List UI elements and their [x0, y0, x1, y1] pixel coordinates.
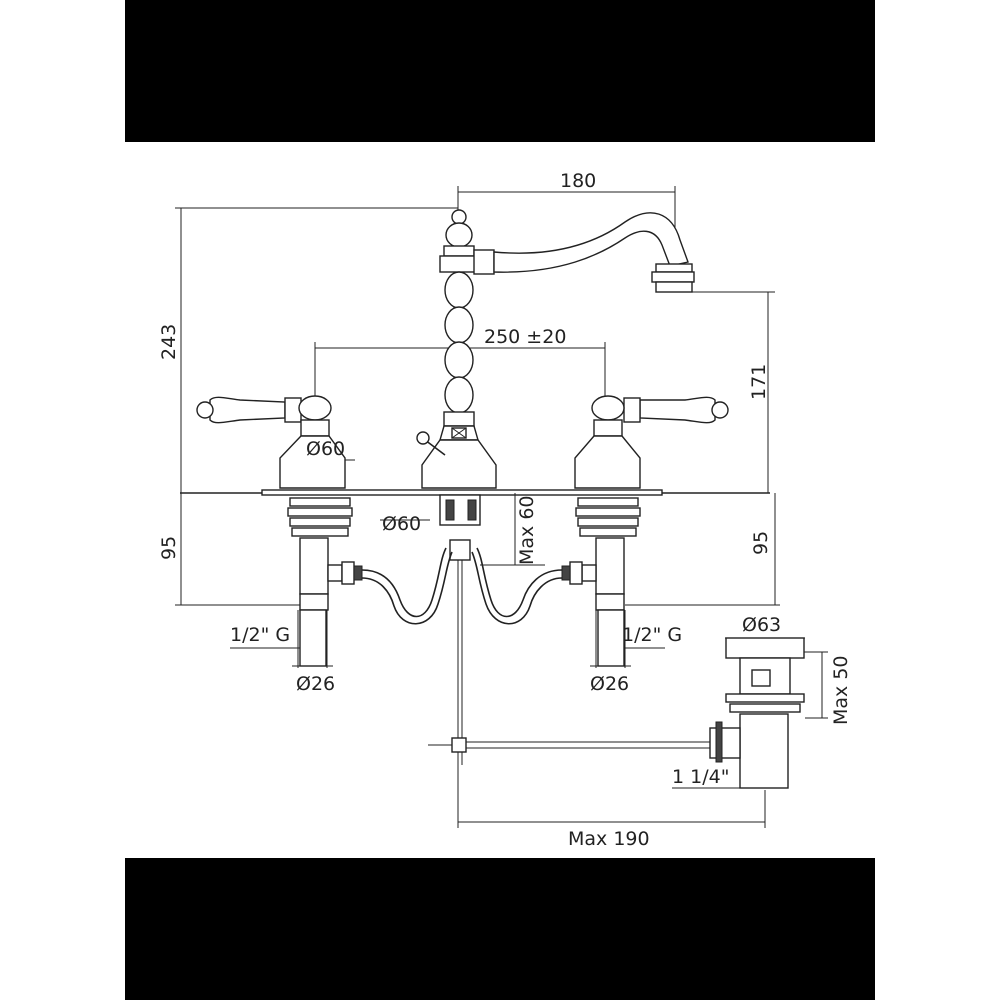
dim-rod-length: Max 190	[568, 828, 650, 850]
dimension-lines	[175, 186, 828, 828]
dim-spout-base-diameter: Ø60	[382, 513, 422, 535]
popup-rod	[428, 560, 710, 770]
dim-spout-height: 171	[748, 363, 770, 400]
waste-assembly	[709, 637, 805, 789]
dim-pipe-right: Ø26	[590, 673, 630, 695]
right-valve	[561, 395, 729, 667]
dim-pipe-left: Ø26	[296, 673, 336, 695]
deck-plate	[261, 489, 663, 496]
dim-spout-reach: 180	[560, 170, 597, 192]
dim-waste-thread: 1 1/4"	[672, 766, 730, 788]
dim-max-deck: Max 60	[516, 495, 538, 566]
dim-waste-diameter: Ø63	[742, 614, 782, 636]
spout-assembly	[416, 209, 695, 561]
dim-tail-left: 95	[158, 535, 180, 560]
bottom-black-bar	[125, 858, 875, 1000]
left-valve	[196, 395, 363, 667]
flex-hoses	[361, 547, 563, 625]
dim-thread-left: 1/2" G	[230, 624, 291, 646]
dim-waste-height: Max 50	[830, 655, 852, 726]
dim-total-height: 243	[158, 323, 180, 360]
dim-handle-base-diameter: Ø60	[306, 438, 346, 460]
top-black-bar	[125, 0, 875, 142]
dim-thread-right: 1/2" G	[622, 624, 683, 646]
dim-centers: 250 ±20	[484, 326, 567, 348]
dim-tail-right: 95	[750, 530, 772, 555]
